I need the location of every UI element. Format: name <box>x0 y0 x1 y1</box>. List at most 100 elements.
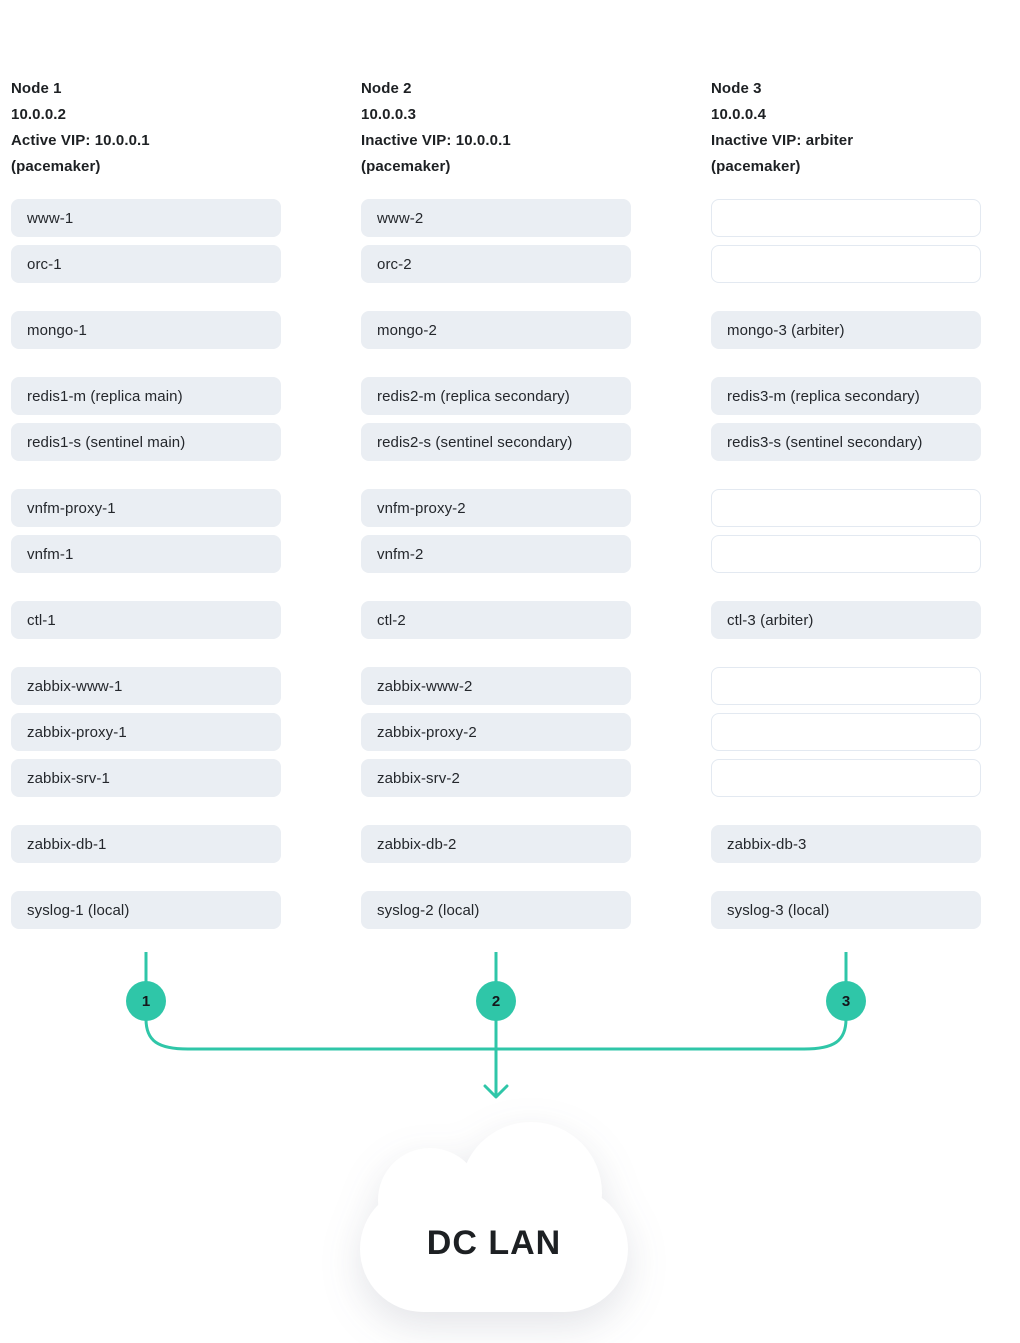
service-box: mongo-2 <box>361 311 631 349</box>
service-box: syslog-1 (local) <box>11 891 281 929</box>
node-marker-1-label: 1 <box>142 993 150 1010</box>
service-box: ctl-1 <box>11 601 281 639</box>
service-box: mongo-3 (arbiter) <box>711 311 981 349</box>
node-marker-2: 2 <box>476 981 516 1021</box>
service-box: zabbix-db-1 <box>11 825 281 863</box>
service-box: vnfm-1 <box>11 535 281 573</box>
service-label: ctl-1 <box>27 611 56 629</box>
service-label: orc-2 <box>377 255 412 273</box>
node-vip-status: Active VIP: 10.0.0.1 <box>11 132 150 149</box>
service-group <box>711 667 981 797</box>
service-box: vnfm-2 <box>361 535 631 573</box>
service-box: ctl-3 (arbiter) <box>711 601 981 639</box>
service-label: zabbix-db-2 <box>377 835 457 853</box>
service-box-empty <box>711 535 981 573</box>
service-box: zabbix-db-2 <box>361 825 631 863</box>
service-group: zabbix-www-2 zabbix-proxy-2 zabbix-srv-2 <box>361 667 631 797</box>
service-box: zabbix-www-2 <box>361 667 631 705</box>
service-label: zabbix-proxy-2 <box>377 723 477 741</box>
service-groups: www-1 orc-1 mongo-1 redis1-m (replica main)… <box>11 199 281 929</box>
service-label: zabbix-www-1 <box>27 677 123 695</box>
service-label: redis2-m (replica secondary) <box>377 387 570 405</box>
service-label: zabbix-srv-1 <box>27 769 110 787</box>
service-label: zabbix-proxy-1 <box>27 723 127 741</box>
service-group: ctl-1 <box>11 601 281 639</box>
service-box-empty <box>711 489 981 527</box>
service-box: vnfm-proxy-1 <box>11 489 281 527</box>
service-box: www-2 <box>361 199 631 237</box>
service-label: ctl-2 <box>377 611 406 629</box>
service-group: zabbix-www-1 zabbix-proxy-1 zabbix-srv-1 <box>11 667 281 797</box>
service-box: redis2-s (sentinel secondary) <box>361 423 631 461</box>
service-label: www-2 <box>377 209 424 227</box>
service-box: zabbix-proxy-1 <box>11 713 281 751</box>
connector-lines: 1 2 3 <box>126 952 866 1099</box>
service-group: mongo-3 (arbiter) <box>711 311 981 349</box>
service-box: redis1-m (replica main) <box>11 377 281 415</box>
node-ip: 10.0.0.4 <box>711 106 767 123</box>
service-group: mongo-2 <box>361 311 631 349</box>
service-label: redis3-m (replica secondary) <box>727 387 920 405</box>
service-group: mongo-1 <box>11 311 281 349</box>
service-box: redis3-s (sentinel secondary) <box>711 423 981 461</box>
arrowhead-icon <box>483 1084 509 1099</box>
service-group: vnfm-proxy-2 vnfm-2 <box>361 489 631 573</box>
service-group: zabbix-db-3 <box>711 825 981 863</box>
service-group: www-1 orc-1 <box>11 199 281 283</box>
service-label: mongo-2 <box>377 321 437 339</box>
service-box-empty <box>711 759 981 797</box>
service-label: redis1-s (sentinel main) <box>27 433 186 451</box>
service-box: syslog-3 (local) <box>711 891 981 929</box>
service-box: orc-2 <box>361 245 631 283</box>
service-box: zabbix-proxy-2 <box>361 713 631 751</box>
service-label: vnfm-1 <box>27 545 74 563</box>
service-box: redis2-m (replica secondary) <box>361 377 631 415</box>
service-group: redis2-m (replica secondary) redis2-s (se… <box>361 377 631 461</box>
service-group: www-2 orc-2 <box>361 199 631 283</box>
service-groups: www-2 orc-2 mongo-2 redis2-m (replica secon… <box>361 199 631 929</box>
node-marker-2-label: 2 <box>492 993 500 1010</box>
service-box-empty <box>711 713 981 751</box>
cloud-label: DC LAN <box>426 1224 562 1262</box>
dc-lan-cloud: DC LAN <box>356 1122 632 1318</box>
node-cluster-note: (pacemaker) <box>711 158 801 175</box>
service-group: redis1-m (replica main) redis1-s (sentine… <box>11 377 281 461</box>
service-box: redis1-s (sentinel main) <box>11 423 281 461</box>
service-group: syslog-3 (local) <box>711 891 981 929</box>
node-cluster-note: (pacemaker) <box>361 158 451 175</box>
node-cluster-note: (pacemaker) <box>11 158 101 175</box>
service-label: zabbix-www-2 <box>377 677 473 695</box>
service-label: redis3-s (sentinel secondary) <box>727 433 923 451</box>
node-ip: 10.0.0.2 <box>11 106 67 123</box>
service-box: www-1 <box>11 199 281 237</box>
service-group: syslog-2 (local) <box>361 891 631 929</box>
service-label: orc-1 <box>27 255 62 273</box>
cloud-base <box>360 1186 628 1312</box>
service-box: ctl-2 <box>361 601 631 639</box>
service-box: zabbix-db-3 <box>711 825 981 863</box>
service-label: mongo-1 <box>27 321 87 339</box>
service-groups: mongo-3 (arbiter) redis3-m (replica secon… <box>711 199 981 929</box>
service-group: ctl-2 <box>361 601 631 639</box>
service-label: mongo-3 (arbiter) <box>727 321 845 339</box>
service-label: syslog-1 (local) <box>27 901 130 919</box>
node-title: Node 2 <box>361 80 412 97</box>
service-group <box>711 199 981 283</box>
service-label: ctl-3 (arbiter) <box>727 611 814 629</box>
node-vip-status: Inactive VIP: arbiter <box>711 132 854 149</box>
service-box-empty <box>711 199 981 237</box>
service-group: redis3-m (replica secondary) redis3-s (se… <box>711 377 981 461</box>
service-label: zabbix-srv-2 <box>377 769 460 787</box>
node-marker-3: 3 <box>826 981 866 1021</box>
service-label: syslog-2 (local) <box>377 901 480 919</box>
service-box: vnfm-proxy-2 <box>361 489 631 527</box>
service-group <box>711 489 981 573</box>
node-marker-1: 1 <box>126 981 166 1021</box>
service-group: syslog-1 (local) <box>11 891 281 929</box>
service-label: zabbix-db-3 <box>727 835 807 853</box>
